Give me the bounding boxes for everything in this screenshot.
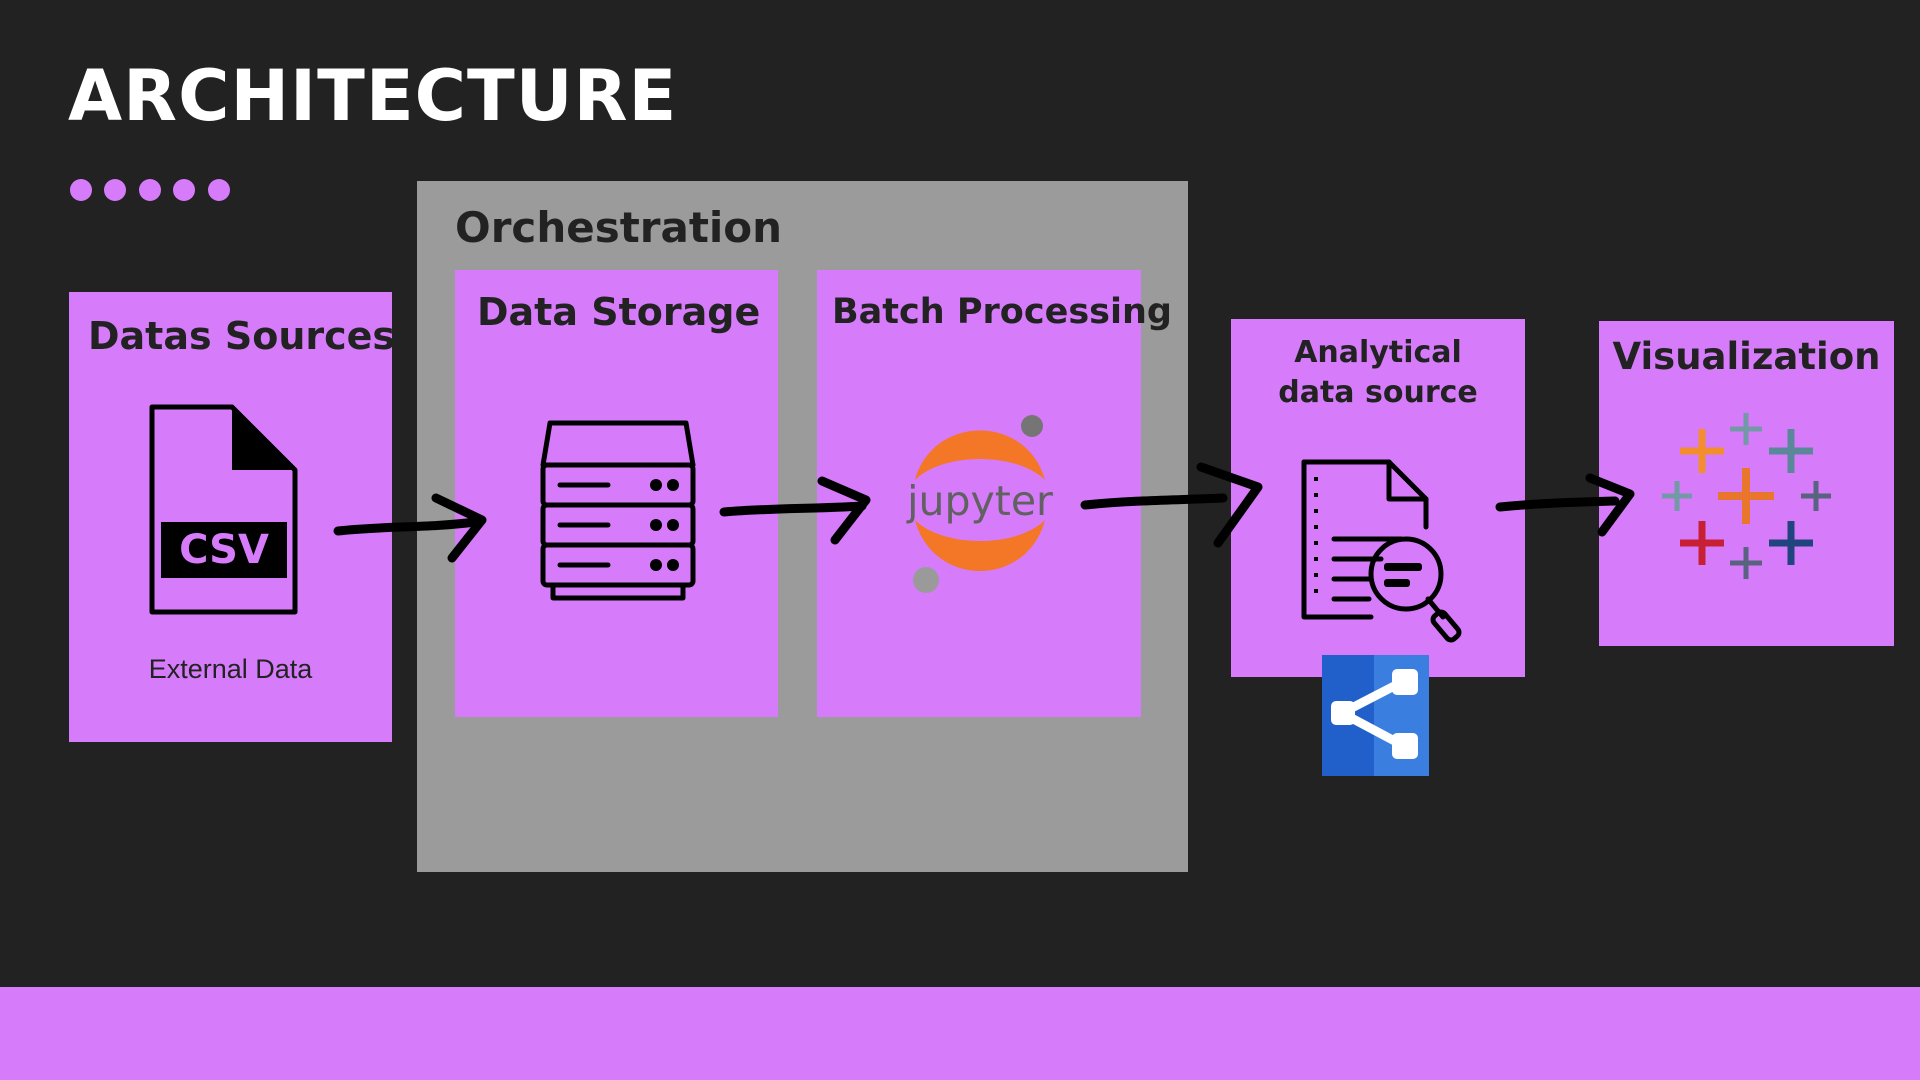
stage-batch-processing-label: Batch Processing [832, 292, 1172, 332]
source-caption: External Data [148, 654, 313, 684]
jupyter-logo-icon: jupyter [906, 415, 1053, 593]
dot [70, 179, 92, 201]
arrow-analytical-to-visualization [1495, 473, 1635, 537]
dot [104, 179, 126, 201]
stage-batch-processing: Batch Processing jupyter [817, 270, 1172, 717]
csv-file-icon: CSV [149, 404, 298, 615]
stage-visualization-label: Visualization [1612, 335, 1881, 378]
csv-icon-text: CSV [179, 527, 269, 573]
stage-analytical-label: Analytical data source [1231, 333, 1525, 413]
jupyter-logo-text: jupyter [906, 477, 1053, 525]
arrow-batch-to-analytical [1080, 462, 1263, 548]
arrow-sources-to-storage [333, 493, 487, 563]
page-title: ARCHITECTURE [68, 55, 678, 137]
tableau-logo-icon [1662, 413, 1831, 579]
stage-data-sources: Datas Sources CSV External Data [69, 292, 396, 742]
orchestration-label: Orchestration [455, 203, 783, 252]
stage-visualization: Visualization [1599, 321, 1894, 646]
stage-analytical-label-line1: Analytical [1294, 335, 1462, 370]
dot [139, 179, 161, 201]
dot [208, 179, 230, 201]
footer-band [0, 987, 1920, 1080]
server-stack-icon [540, 420, 696, 601]
stage-analytical-label-line2: data source [1278, 375, 1478, 410]
stage-data-storage: Data Storage [455, 270, 778, 717]
stage-analytical-data-source: Analytical data source [1231, 319, 1525, 677]
stage-data-storage-label: Data Storage [477, 290, 761, 334]
dot [173, 179, 195, 201]
arrow-storage-to-batch [719, 476, 871, 545]
document-search-icon [1301, 459, 1462, 643]
stage-data-sources-label: Datas Sources [88, 314, 396, 358]
share-nodes-icon [1322, 655, 1429, 776]
